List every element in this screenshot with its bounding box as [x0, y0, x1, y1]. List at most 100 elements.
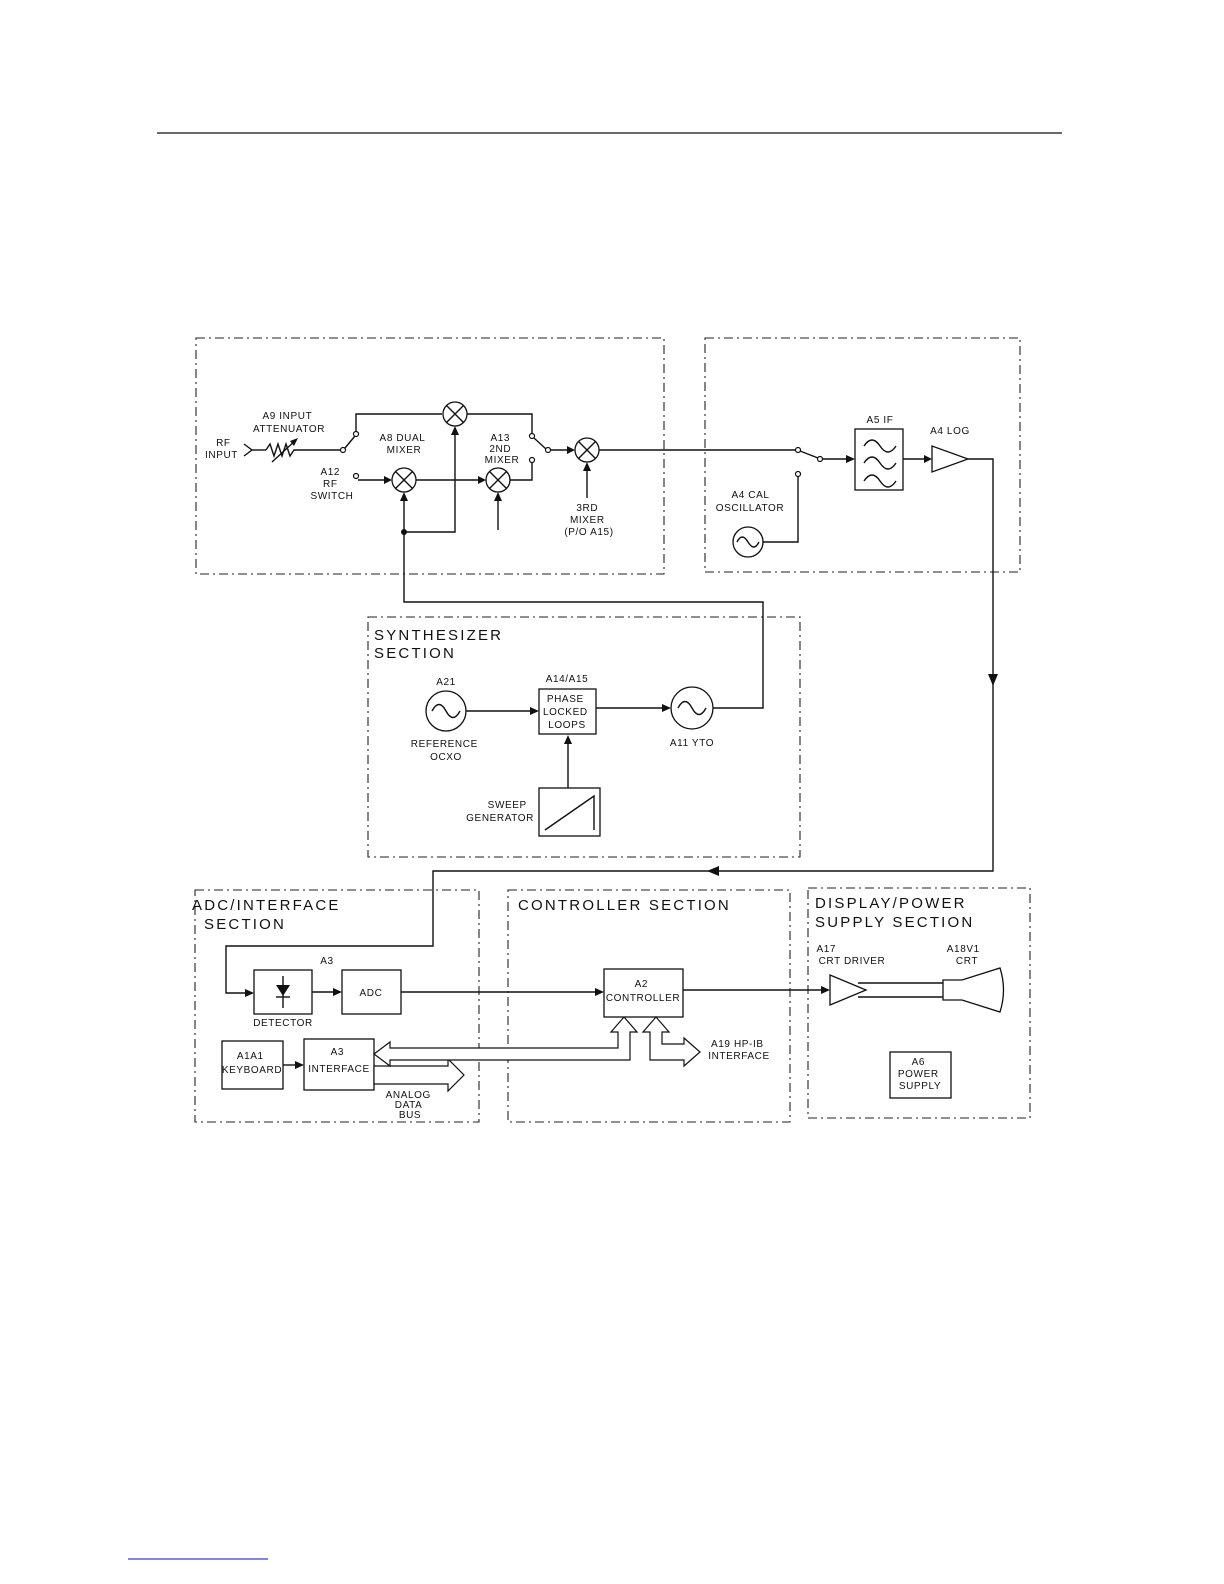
analog-data-bus-arrow — [373, 1057, 465, 1093]
if-section-border — [704, 337, 1021, 573]
log-amp-label: A4 LOG — [930, 426, 970, 437]
analog-data-bus-label: ANALOG DATA BUS — [386, 1090, 435, 1121]
lo-feed-upper — [404, 428, 456, 533]
log-amp-triangle — [931, 445, 970, 473]
hpib-label: A19 HP-IB INTERFACE — [708, 1039, 770, 1062]
controller-box — [603, 968, 684, 1018]
rf-switch-upper-contact — [352, 430, 360, 438]
if-filter-label: A5 IF — [867, 415, 894, 426]
reference-id-label: A21 — [436, 677, 456, 688]
arrow-third-mixer-lo — [583, 462, 591, 471]
attenuator-variable-arrow — [271, 439, 297, 463]
attenuator-variable-arrowhead — [290, 438, 298, 446]
third-mixer-label: 3RD MIXER (P/O A15) — [564, 503, 613, 538]
third-mixer-x — [578, 441, 596, 459]
arrow-into-third-mixer — [567, 446, 575, 454]
arrow-into-if-filter — [846, 455, 855, 463]
display-section-title: DISPLAY/POWER SUPPLY SECTION — [815, 895, 974, 931]
sweep-ramp-icon — [544, 794, 595, 831]
arrow-into-interface — [295, 1061, 304, 1069]
arrow-into-second-mixer — [478, 476, 486, 484]
upper-mixer-output — [467, 413, 533, 434]
arrow-log-down — [988, 674, 998, 686]
attenuator-label: A9 INPUT ATTENUATOR — [253, 411, 325, 435]
second-mixer-x — [489, 471, 507, 489]
rf-switch-upper-path — [355, 413, 442, 432]
arrow-into-crt-driver — [821, 986, 830, 994]
arrow-into-dual-mixer — [384, 476, 392, 484]
arrow-into-controller — [595, 988, 604, 996]
if-filter-curve-3 — [863, 474, 897, 488]
reference-ocxo-label: REFERENCE OCXO — [411, 739, 481, 763]
dual-mixer-upper-x — [446, 405, 464, 423]
power-supply-label: A6 POWER SUPPLY — [898, 1057, 942, 1092]
crt-driver-label: A17 CRT DRIVER — [817, 944, 886, 967]
pll-label: PHASE LOCKED LOOPS — [543, 694, 591, 731]
output-switch-blade — [533, 437, 547, 450]
output-switch-lower-contact — [528, 456, 536, 464]
if-switch-common — [816, 455, 824, 463]
detector-label: DETECTOR — [253, 1018, 313, 1029]
reference-ocxo-sine-icon — [431, 703, 461, 719]
attenuator-resistor — [265, 441, 340, 459]
synthesizer-section-title: SYNTHESIZER SECTION — [374, 627, 510, 662]
controller-section-border — [507, 889, 791, 1123]
arrow-into-log-amp — [924, 455, 932, 463]
arrow-into-detector — [245, 989, 254, 997]
pll-id-label: A14/A15 — [546, 674, 589, 685]
rf-section-border — [195, 337, 665, 575]
controller-section-title: CONTROLLER SECTION — [518, 897, 731, 914]
arrow-into-adc — [333, 988, 342, 996]
second-mixer-output — [510, 462, 533, 481]
rf-input-connector — [243, 443, 254, 457]
interface-label: A3 INTERFACE — [308, 1047, 370, 1075]
log-output-line — [712, 458, 994, 872]
arrow-log-left — [707, 866, 719, 876]
sweep-generator-box — [538, 787, 601, 837]
controller-label: A2 CONTROLLER — [606, 979, 680, 1004]
arrow-into-yto — [662, 704, 671, 712]
dual-mixer-label: A8 DUAL MIXER — [380, 433, 429, 456]
hpib-bus-arrow — [641, 1016, 701, 1068]
keyboard-label: A1A1 KEYBOARD — [222, 1051, 282, 1076]
yto-sine-icon — [677, 700, 707, 716]
if-switch-upper-contact — [794, 446, 802, 454]
yto-label: A11 YTO — [670, 738, 714, 749]
second-mixer-label: A13 2ND MIXER — [485, 433, 520, 466]
rf-switch-label: A12 RF SWITCH — [310, 467, 353, 502]
display-section-border — [807, 887, 1031, 1119]
crt-driver-triangle — [829, 974, 868, 1006]
crt-tube-icon — [942, 967, 1005, 1013]
sweep-generator-label: SWEEP GENERATOR — [466, 800, 534, 824]
interface-box — [303, 1038, 375, 1091]
rf-switch-contact — [339, 446, 347, 454]
power-supply-box — [889, 1051, 952, 1099]
adc-section-border — [194, 889, 480, 1123]
arrow-second-mixer-lo — [494, 492, 502, 501]
arrow-sweep-into-pll — [564, 735, 572, 744]
arrow-into-pll — [530, 707, 539, 715]
rf-input-label: RF INPUT — [205, 438, 238, 461]
if-filter-curve-2 — [863, 456, 897, 470]
cal-oscillator-label: A4 CAL OSCILLATOR — [716, 490, 784, 514]
video-to-detector — [225, 870, 712, 994]
cal-osc-to-switch — [760, 477, 799, 543]
arrow-lo-lower-mixer — [400, 492, 408, 501]
adc-box-label: ADC — [360, 988, 383, 999]
if-switch-blade — [799, 450, 819, 459]
dual-mixer-lower-x — [395, 471, 413, 489]
if-switch-cal-contact — [794, 470, 802, 478]
a3-label: A3 — [320, 956, 333, 967]
output-switch-common — [544, 446, 552, 454]
keyboard-box — [221, 1040, 284, 1090]
rf-switch-lower-contact — [352, 472, 360, 480]
output-switch-upper-contact — [528, 432, 536, 440]
detector-diode-icon — [276, 985, 290, 996]
crt-label: A18V1 CRT — [947, 944, 983, 967]
arrow-lo-upper-mixer — [451, 426, 459, 435]
if-filter-box — [854, 428, 904, 491]
if-filter-curve-1 — [863, 439, 897, 453]
rf-switch-blade — [344, 435, 356, 449]
synthesizer-section-border — [367, 616, 801, 858]
